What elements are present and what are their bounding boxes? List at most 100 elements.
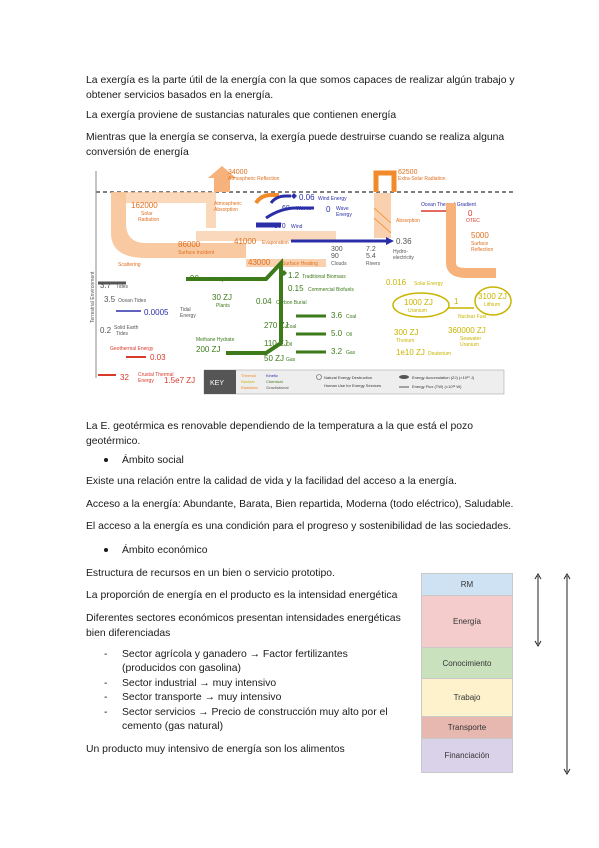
rivers-value-2: 5.4	[366, 253, 376, 260]
key-chemical: Chemical	[266, 379, 283, 384]
bullet-social-text: Ámbito social	[122, 455, 184, 466]
wave-energy-label-2: Energy	[336, 212, 352, 218]
tides-value: 3.7	[100, 281, 112, 290]
clouds-value-1: 300	[331, 246, 343, 253]
wind-energy-value: 0.06	[299, 193, 315, 202]
key-gravitational: Gravitational	[266, 385, 289, 390]
crustal-value: 32	[120, 373, 129, 382]
atmos-absorption-label-2: Absorption	[214, 207, 238, 213]
absorption-label: Absorption	[396, 218, 420, 224]
lithium-value: 3100 ZJ	[478, 292, 507, 301]
stack-rm-label: RM	[460, 580, 474, 589]
energy-flow-diagram: Terrestrial Environment 162000 Solar Rad…	[90, 166, 513, 395]
stack-rm: RM	[421, 573, 513, 596]
dash-marker: -	[104, 692, 108, 703]
thorium-value: 300 ZJ	[394, 328, 418, 337]
hydro-label-2: electricity	[393, 255, 414, 261]
paragraph-energy-access: Acceso a la energía: Abundante, Barata, …	[86, 499, 514, 510]
coal-stock-label: Coal	[286, 324, 296, 330]
seawater-label-1: Seawater	[460, 336, 481, 342]
key-human-use: Human Use for Energy Services	[324, 383, 381, 388]
solar-radiation-value: 162000	[131, 201, 158, 210]
key-nuclear: Nuclear	[241, 379, 255, 384]
crustal-stock: 1.5e7 ZJ	[164, 376, 195, 385]
key-title: KEY	[210, 380, 224, 387]
gas-flux-label: Gas	[346, 350, 356, 356]
solid-tides-value: 0.2	[100, 326, 112, 335]
stack-trabajo-label: Trabajo	[453, 693, 481, 702]
tidal-energy-label-1: Tidal	[180, 307, 191, 313]
plants-value: 30 ZJ	[212, 293, 232, 302]
gas-stock-label: Gas	[286, 357, 296, 363]
wind-label: Wind	[291, 224, 303, 230]
coal-stock-value: 270 ZJ	[264, 321, 288, 330]
hydro-label-1: Hydro-	[393, 249, 408, 255]
carbon-burial-label: Carbon Burial	[276, 300, 307, 306]
otec-label: OTEC	[466, 218, 480, 224]
paragraph-sectors: Diferentes sectores económicos presentan…	[86, 613, 401, 639]
diagram-vertical-label: Terrestrial Environment	[90, 271, 96, 323]
biomass-label: Traditional Biomass	[302, 274, 346, 280]
stack-energia-label: Energía	[452, 617, 482, 626]
paragraph-exergy-definition: La exergía es la parte útil de la energí…	[86, 75, 515, 101]
stack-transporte: Transporte	[421, 716, 513, 739]
evaporation-label: Evaporation	[262, 240, 289, 246]
tidal-energy-value: 0.0005	[144, 308, 169, 317]
bullet-dot	[104, 458, 108, 462]
seawater-value: 360000 ZJ	[448, 326, 486, 335]
waves-value: 60	[282, 205, 290, 212]
otec-value: 0	[468, 209, 473, 218]
biomass-value: 1.2	[288, 271, 300, 280]
solar-energy-value: 0.016	[386, 278, 407, 287]
wind-value: 870	[274, 223, 286, 230]
key-destruction: Natural Energy Destruction	[324, 375, 372, 380]
key-accumulation: Energy Accumulation (ZJ) (×10²¹ J)	[412, 375, 475, 380]
stack-conocimiento-label: Conocimiento	[442, 658, 492, 668]
surface-reflection-value: 5000	[471, 231, 489, 240]
wind-energy-label: Wind Energy	[318, 196, 347, 202]
scattering-label: Scattering	[118, 262, 141, 268]
list-item-text: Sector industrial → muy intensivo	[122, 678, 277, 689]
deuterium-label: Deuterium	[428, 351, 451, 357]
solid-tides-label-2: Tides	[116, 331, 129, 337]
key-radiation: Radiation	[241, 385, 258, 390]
crustal-label-2: Energy	[138, 378, 154, 384]
solar-radiation-label-1: Solar	[141, 211, 153, 217]
paragraph-intensity: La proporción de energía en el producto …	[86, 590, 398, 601]
uranium-value: 1000 ZJ	[404, 298, 433, 307]
waves-label: Waves	[296, 206, 312, 212]
surface-reflection-label-2: Reflection	[471, 247, 493, 253]
bullet-dot	[104, 548, 108, 552]
extra-solar-value: 62500	[398, 169, 418, 176]
key-kinetic: Kinetic	[266, 373, 278, 378]
geothermal-value: 0.03	[150, 353, 166, 362]
clouds-label: Clouds	[331, 261, 347, 267]
evaporation-value: 41000	[234, 237, 257, 246]
lithium-label: Lithium	[484, 302, 500, 308]
paragraph-exergy-destruction: Mientras que la energía se conserva, la …	[86, 132, 505, 158]
methane-value: 200 ZJ	[196, 345, 220, 354]
list-item-text: Sector servicios → Precio de construcció…	[122, 707, 388, 732]
clouds-value-2: 90	[331, 253, 339, 260]
surface-reflection-label-1: Surface	[471, 241, 488, 247]
energy-range-arrow	[534, 573, 542, 647]
dash-marker: -	[104, 707, 108, 718]
paragraph-exergy-origin: La exergía proviene de sustancias natura…	[86, 110, 397, 121]
hydro-value: 0.36	[396, 237, 412, 246]
thorium-label: Thorium	[396, 338, 414, 344]
rivers-value-1: 7.2	[366, 246, 376, 253]
photosynthesis-label: Photosynthesis	[206, 277, 240, 283]
key-flux: Energy Flux (TW) (×10¹² W)	[412, 384, 462, 389]
solar-radiation-label-2: Radiation	[138, 217, 159, 223]
stack-energia: Energía	[421, 595, 513, 648]
geothermal-label: Geothermal Energy	[110, 346, 154, 352]
surface-incident-value: 86000	[178, 240, 201, 249]
tidal-energy-label-2: Energy	[180, 313, 196, 319]
dash-marker: -	[104, 649, 108, 660]
wave-energy-value: 0	[326, 205, 331, 214]
extra-solar-label: Extra-Solar Radiation	[398, 176, 446, 182]
crustal-label-1: Crustal Thermal	[138, 372, 173, 378]
deuterium-value: 1e10 ZJ	[396, 348, 425, 357]
biofuels-label: Commercial Biofuels	[308, 287, 354, 293]
paragraph-geothermal: La E. geotérmica es renovable dependiend…	[86, 421, 474, 447]
